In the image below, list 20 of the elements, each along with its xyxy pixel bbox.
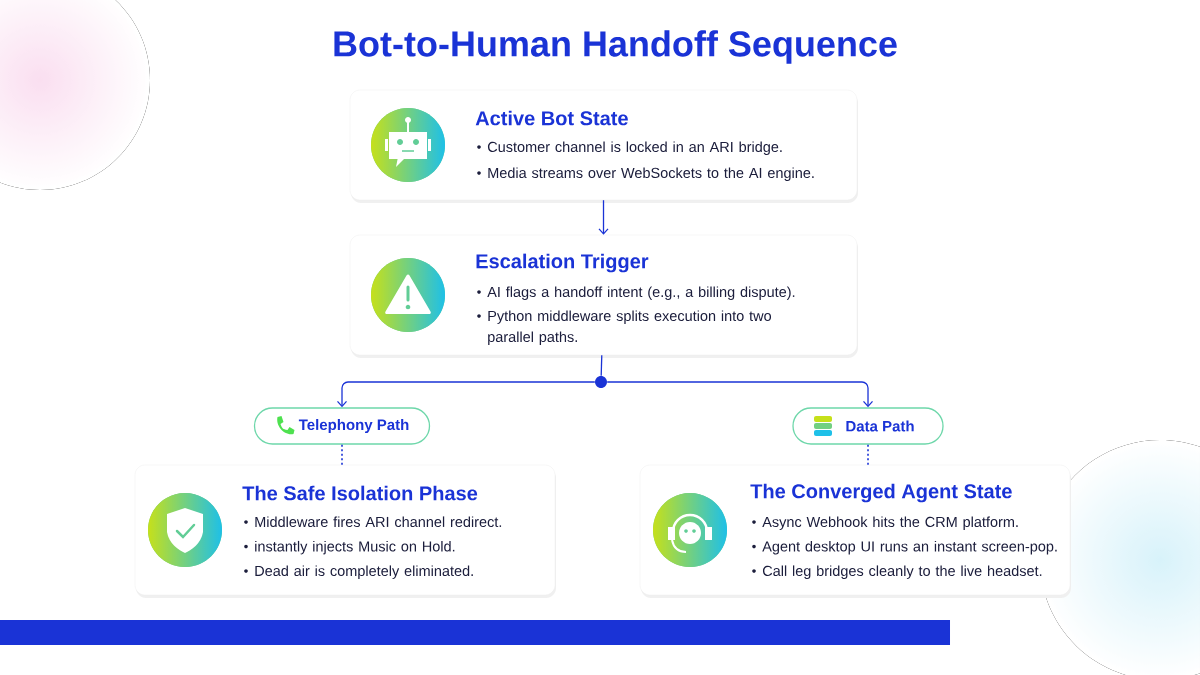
bullet-item: Media streams over WebSockets to the AI engine.	[477, 167, 814, 181]
bullet-item: Python middleware splits execution into two parallel paths.	[477, 310, 772, 345]
bullet-item: Call leg bridges cleanly to the live headset.	[752, 565, 1042, 579]
arrow	[606, 381, 874, 408]
card-heading: The Converged Agent State	[750, 483, 1012, 503]
card-heading: Active Bot State	[475, 110, 628, 126]
bullet-item: Dead air is completely eliminated.	[244, 565, 473, 579]
path-pill: Data Path	[792, 407, 944, 445]
bullet-item: Agent desktop UI runs an instant screen-pop.	[752, 540, 1057, 555]
arrow	[598, 199, 609, 235]
bullet-item: AI flags a handoff intent (e.g., a billing dispute).	[477, 286, 795, 300]
bullet-item: Middleware fires ARI channel redirect.	[244, 516, 502, 528]
card-heading: Escalation Trigger	[476, 253, 649, 273]
title: Bot-to-Human Handoff Sequence	[334, 30, 897, 64]
path-pill: Telephony Path	[253, 407, 431, 445]
bullet-item: Async Webhook hits the CRM platform.	[752, 516, 1018, 530]
bullet-item: instantly injects Music on Hold.	[244, 540, 455, 555]
bullet-item: Customer channel is locked in an ARI bridge.	[477, 141, 782, 155]
card-heading: The Safe Isolation Phase	[242, 485, 478, 501]
arrow	[336, 381, 596, 408]
